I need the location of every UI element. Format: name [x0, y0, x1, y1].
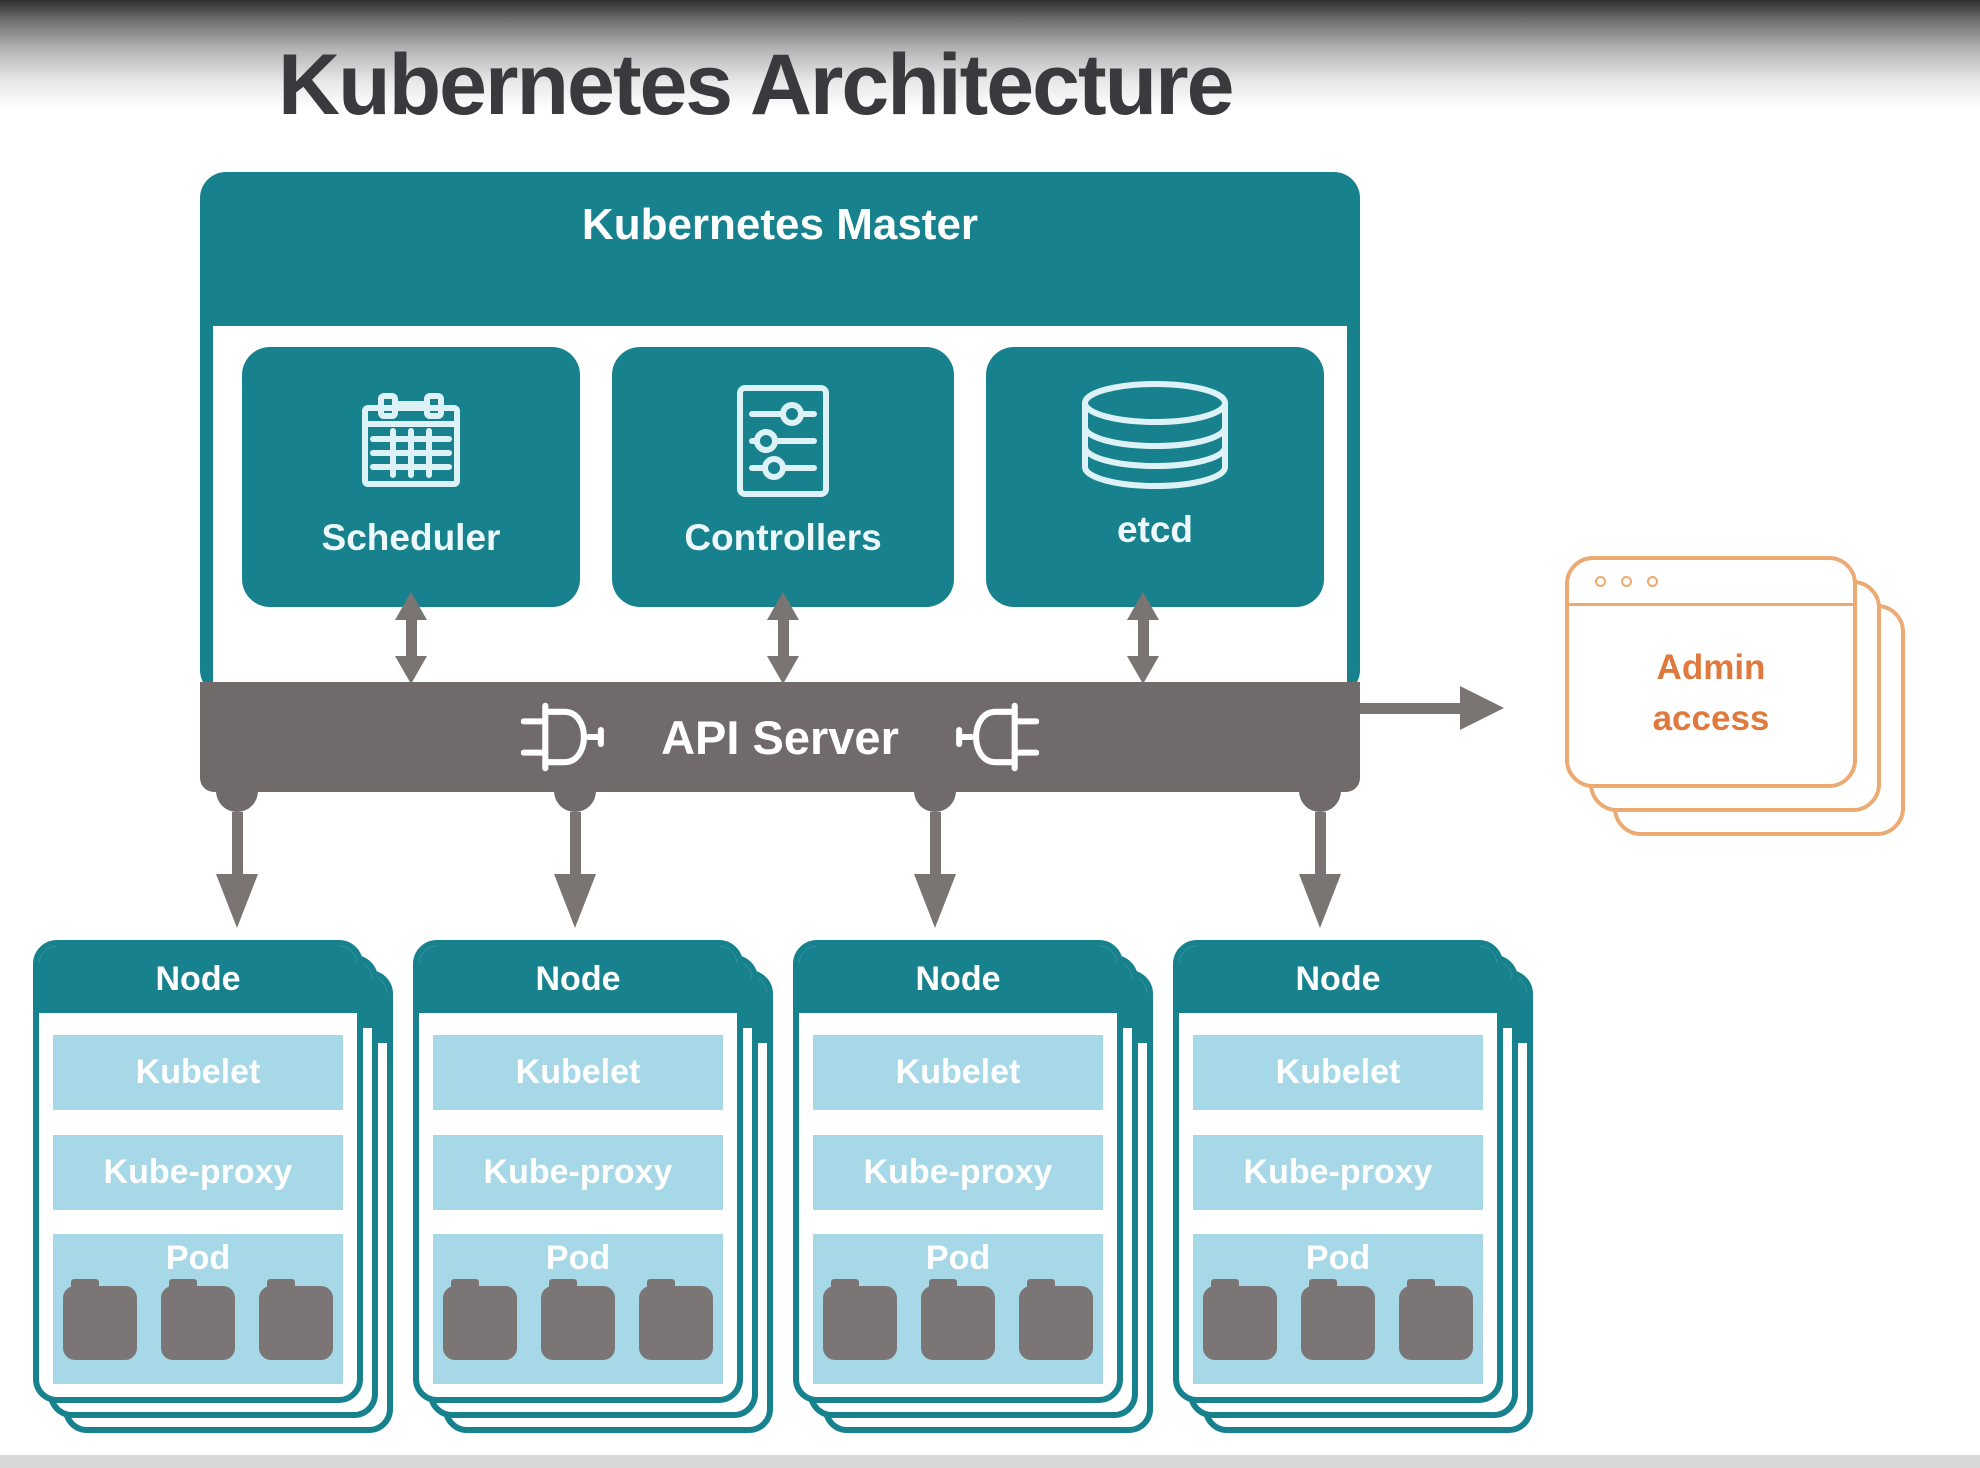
kube-proxy-label: Kube-proxy — [103, 1153, 293, 1191]
api-to-node-arrow — [552, 791, 598, 928]
kube-proxy-label: Kube-proxy — [863, 1153, 1053, 1191]
container-icon — [823, 1279, 897, 1360]
pod-containers — [63, 1279, 333, 1360]
plug-right-icon — [521, 697, 613, 777]
controllers-label: Controllers — [684, 517, 882, 558]
pod-label: Pod — [545, 1239, 611, 1277]
container-icon — [1203, 1279, 1277, 1360]
kubelet-label: Kubelet — [895, 1053, 1021, 1091]
etcd-label: etcd — [1116, 509, 1194, 550]
node-header: Node — [799, 946, 1117, 1013]
node-title: Node — [1295, 960, 1381, 998]
api-to-admin-arrow — [1358, 686, 1508, 730]
sliders-icon — [736, 375, 830, 507]
pod-containers — [443, 1279, 713, 1360]
nodes-row: Node Kubelet Kube-proxy Pod — [33, 940, 1533, 1450]
kubernetes-master-panel: Scheduler Controllers — [213, 326, 1347, 692]
api-to-node-arrow — [214, 791, 260, 928]
node-title: Node — [535, 960, 621, 998]
node-card: Node Kubelet Kube-proxy Pod — [1173, 940, 1503, 1403]
pod-containers — [823, 1279, 1093, 1360]
etcd-box: etcd — [986, 347, 1324, 607]
pod-box: Pod — [53, 1234, 343, 1384]
admin-access-window: Admin access — [1565, 556, 1857, 788]
api-server-label: API Server — [661, 710, 899, 764]
api-to-node-arrow — [1297, 791, 1343, 928]
pod-box: Pod — [813, 1234, 1103, 1384]
container-icon — [63, 1279, 137, 1360]
container-icon — [541, 1279, 615, 1360]
kube-proxy-box: Kube-proxy — [813, 1135, 1103, 1210]
window-dot-icon — [1647, 576, 1658, 587]
scheduler-api-arrow — [389, 592, 433, 684]
plug-left-icon — [947, 697, 1039, 777]
node-card: Node Kubelet Kube-proxy Pod — [793, 940, 1123, 1403]
kubernetes-master-title: Kubernetes Master — [581, 200, 979, 249]
pod-label: Pod — [165, 1239, 231, 1277]
node-card: Node Kubelet Kube-proxy Pod — [33, 940, 363, 1403]
kubelet-label: Kubelet — [515, 1053, 641, 1091]
node-title: Node — [155, 960, 241, 998]
kube-proxy-box: Kube-proxy — [53, 1135, 343, 1210]
window-dot-icon — [1621, 576, 1632, 587]
node-header: Node — [1179, 946, 1497, 1013]
calendar-icon — [359, 375, 463, 507]
bottom-strip — [0, 1455, 1980, 1468]
controllers-box: Controllers — [612, 347, 954, 607]
top-gradient-band — [0, 0, 1980, 110]
container-icon — [259, 1279, 333, 1360]
kube-proxy-box: Kube-proxy — [433, 1135, 723, 1210]
pod-label: Pod — [925, 1239, 991, 1277]
pod-containers — [1203, 1279, 1473, 1360]
container-icon — [921, 1279, 995, 1360]
kube-proxy-label: Kube-proxy — [483, 1153, 673, 1191]
container-icon — [161, 1279, 235, 1360]
database-icon — [1077, 375, 1233, 495]
admin-access-windows: Admin access — [1565, 556, 1905, 838]
kubelet-box: Kubelet — [813, 1035, 1103, 1110]
pod-label: Pod — [1305, 1239, 1371, 1277]
scheduler-label: Scheduler — [321, 517, 501, 558]
container-icon — [1019, 1279, 1093, 1360]
pod-box: Pod — [1193, 1234, 1483, 1384]
scheduler-box: Scheduler — [242, 347, 580, 607]
controllers-api-arrow — [761, 592, 805, 684]
container-icon — [639, 1279, 713, 1360]
kubelet-box: Kubelet — [433, 1035, 723, 1110]
pod-box: Pod — [433, 1234, 723, 1384]
node-header: Node — [39, 946, 357, 1013]
node-card: Node Kubelet Kube-proxy Pod — [413, 940, 743, 1403]
kubelet-box: Kubelet — [53, 1035, 343, 1110]
api-to-node-arrow — [912, 791, 958, 928]
kubelet-box: Kubelet — [1193, 1035, 1483, 1110]
container-icon — [1399, 1279, 1473, 1360]
node-stack: Node Kubelet Kube-proxy Pod — [793, 940, 1153, 1450]
container-icon — [1301, 1279, 1375, 1360]
kubernetes-master-box: Kubernetes Master — [200, 172, 1360, 696]
kube-proxy-box: Kube-proxy — [1193, 1135, 1483, 1210]
kubelet-label: Kubelet — [135, 1053, 261, 1091]
window-dot-icon — [1595, 576, 1606, 587]
node-stack: Node Kubelet Kube-proxy Pod — [413, 940, 773, 1450]
browser-titlebar — [1569, 560, 1853, 606]
api-server-bar: API Server — [200, 682, 1360, 792]
etcd-api-arrow — [1121, 592, 1165, 684]
kube-proxy-label: Kube-proxy — [1243, 1153, 1433, 1191]
container-icon — [443, 1279, 517, 1360]
node-stack: Node Kubelet Kube-proxy Pod — [1173, 940, 1533, 1450]
admin-access-label: Admin access — [1652, 648, 1770, 738]
node-stack: Node Kubelet Kube-proxy Pod — [33, 940, 393, 1450]
node-title: Node — [915, 960, 1001, 998]
node-header: Node — [419, 946, 737, 1013]
kubelet-label: Kubelet — [1275, 1053, 1401, 1091]
page-title: Kubernetes Architecture — [278, 37, 1234, 133]
